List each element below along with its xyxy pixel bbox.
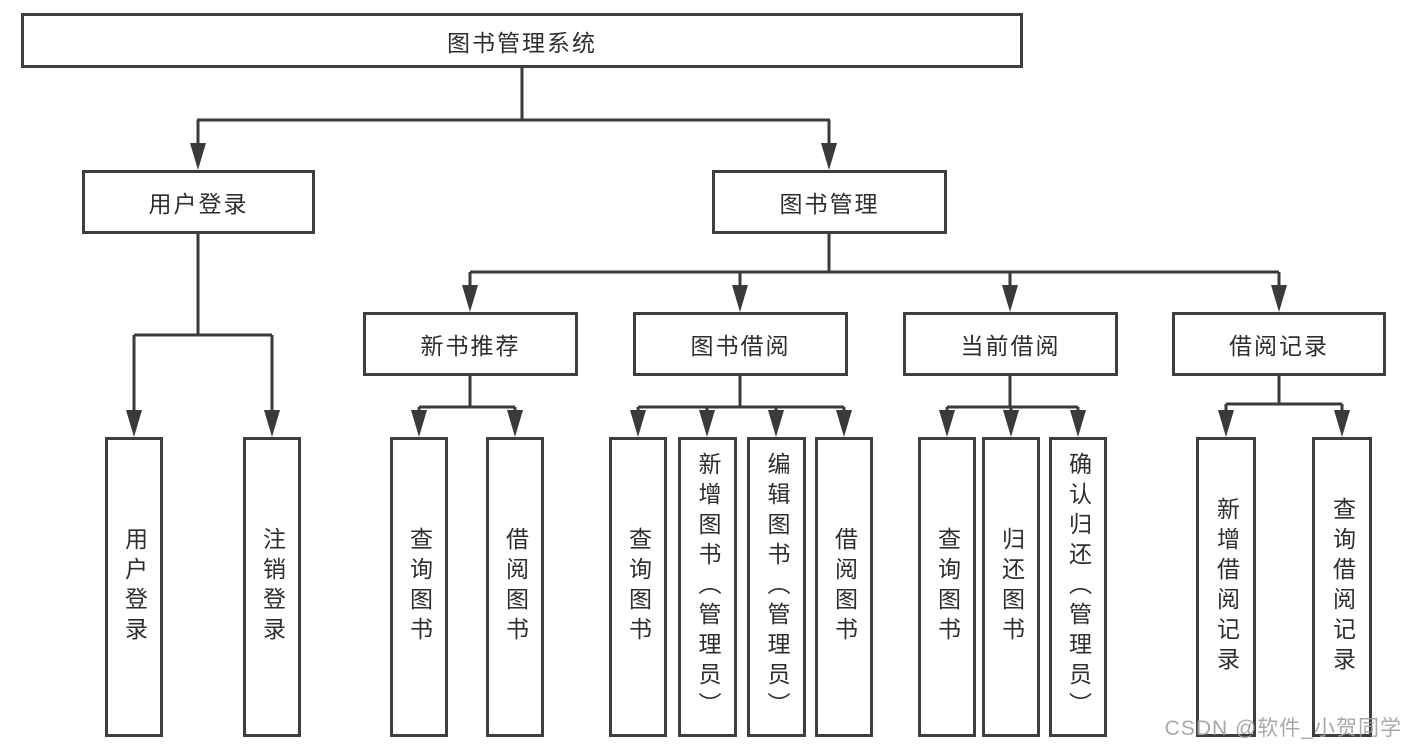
leaf-return-book: 归还图书	[982, 437, 1040, 737]
leaf-query-books-recommend: 查询图书	[390, 437, 448, 737]
leaf-label: 借阅图书	[502, 527, 529, 647]
node-current-borrow: 当前借阅	[903, 312, 1118, 376]
node-book-management: 图书管理	[712, 170, 947, 234]
leaf-label: 用户登录	[121, 527, 148, 647]
leaf-label: 查询图书	[625, 527, 652, 647]
leaf-label: 新增借阅记录	[1213, 497, 1240, 677]
leaf-label: 借阅图书	[831, 527, 858, 647]
leaf-label: 查询图书	[406, 527, 433, 647]
node-book-borrow: 图书借阅	[633, 312, 848, 376]
leaf-add-borrow-record: 新增借阅记录	[1196, 437, 1256, 737]
leaf-label: 确认归还（管理员）	[1065, 452, 1092, 722]
node-label: 当前借阅	[960, 333, 1061, 359]
node-new-book-recommend: 新书推荐	[363, 312, 578, 376]
leaf-borrow-books-2: 借阅图书	[815, 437, 873, 737]
leaf-query-books-borrow: 查询图书	[609, 437, 667, 737]
node-library-system: 图书管理系统	[21, 13, 1023, 68]
leaf-label: 新增图书（管理员）	[695, 452, 721, 722]
node-user-login: 用户登录	[82, 170, 315, 234]
leaf-logout: 注销登录	[243, 437, 301, 737]
leaf-add-book-admin: 新增图书（管理员）	[678, 437, 737, 737]
leaf-confirm-return-admin: 确认归还（管理员）	[1049, 437, 1107, 737]
leaf-query-borrow-record: 查询借阅记录	[1312, 437, 1372, 737]
node-label: 用户登录	[148, 191, 249, 217]
leaf-label: 编辑图书（管理员）	[764, 452, 790, 722]
leaf-user-login: 用户登录	[105, 437, 163, 737]
leaf-borrow-books-recommend: 借阅图书	[486, 437, 544, 737]
leaf-query-books-current: 查询图书	[918, 437, 976, 737]
leaf-label: 归还图书	[998, 527, 1025, 647]
node-label: 图书管理	[779, 191, 880, 217]
node-label: 新书推荐	[420, 333, 521, 359]
leaf-edit-book-admin: 编辑图书（管理员）	[747, 437, 806, 737]
leaf-label: 查询图书	[934, 527, 961, 647]
node-label: 图书借阅	[690, 333, 791, 359]
leaf-label: 注销登录	[259, 527, 286, 647]
node-label: 图书管理系统	[447, 29, 597, 56]
leaf-label: 查询借阅记录	[1329, 497, 1356, 677]
node-borrow-records: 借阅记录	[1172, 312, 1386, 376]
node-label: 借阅记录	[1229, 333, 1329, 359]
csdn-watermark: CSDN @软件_小贺同学	[1164, 717, 1402, 740]
